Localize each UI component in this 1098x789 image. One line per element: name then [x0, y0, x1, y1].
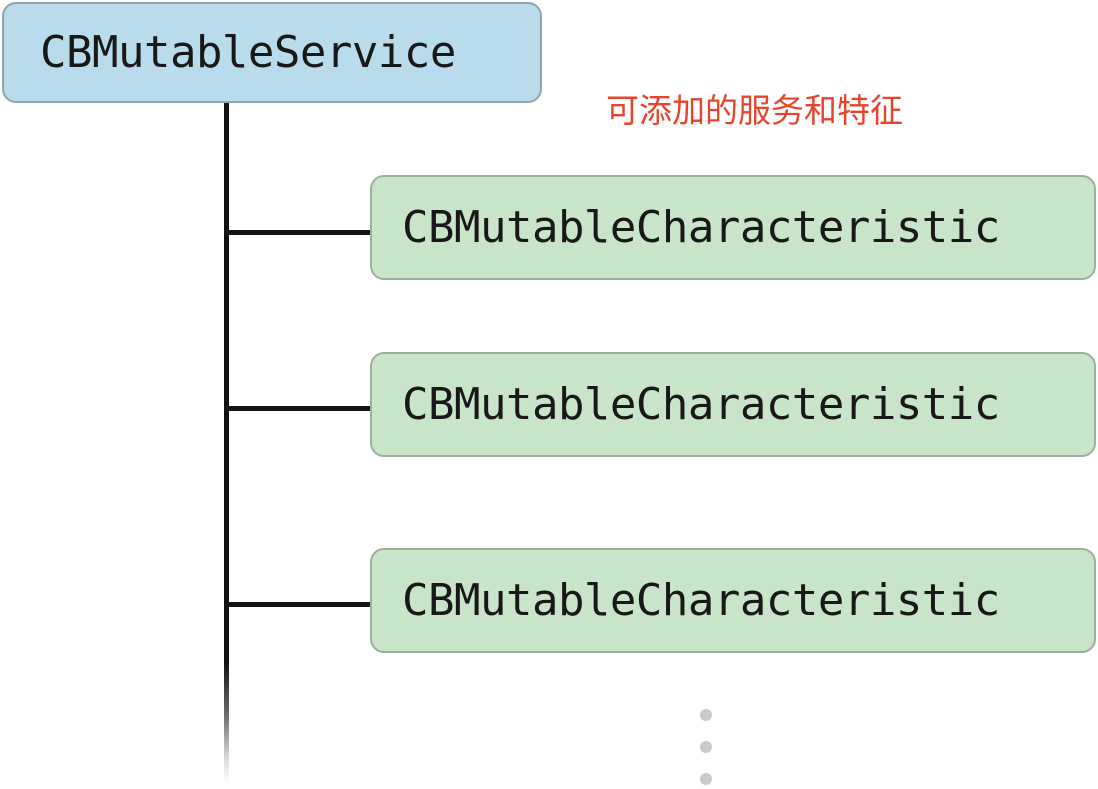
- annotation-addable-services-and-characteristics: 可添加的服务和特征: [606, 91, 903, 130]
- node-cbmutablecharacteristic-2[interactable]: CBMutableCharacteristic: [370, 352, 1096, 457]
- ellipsis-dot-3: [700, 773, 712, 785]
- vertical-ellipsis-icon: [700, 709, 714, 789]
- node-cbmutableservice[interactable]: CBMutableService: [2, 2, 542, 103]
- node-cbmutablecharacteristic-1[interactable]: CBMutableCharacteristic: [370, 175, 1096, 280]
- node-cbmutablecharacteristic-3[interactable]: CBMutableCharacteristic: [370, 548, 1096, 653]
- connector-branch-3: [226, 602, 372, 607]
- connector-trunk-line: [224, 102, 229, 784]
- connector-branch-1: [226, 230, 372, 235]
- ellipsis-dot-1: [700, 709, 712, 721]
- ellipsis-dot-2: [700, 741, 712, 753]
- connector-branch-2: [226, 406, 372, 411]
